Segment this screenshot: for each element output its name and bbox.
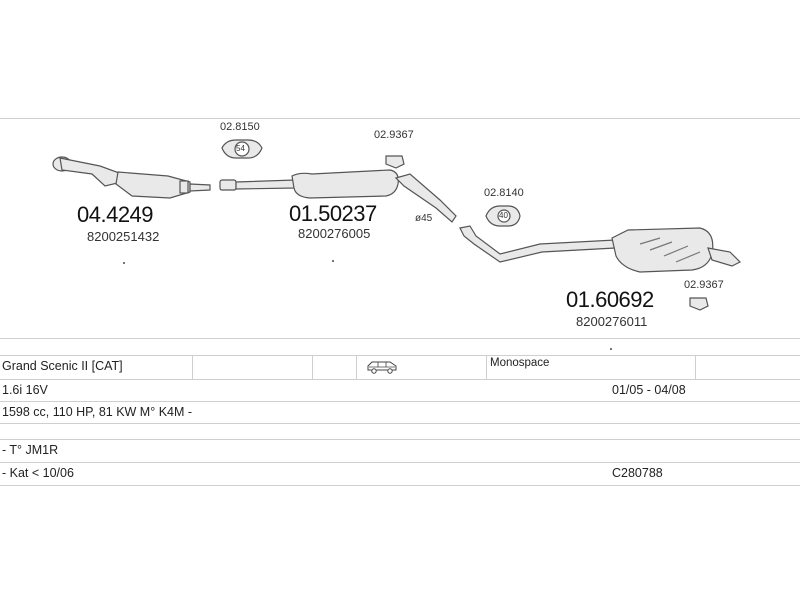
vehicle-engine: 1.6i 16V <box>2 383 48 397</box>
rear-inlet-pipe-shape <box>459 225 616 263</box>
table-row-border <box>0 355 800 356</box>
vehicle-body-type: Monospace <box>490 357 550 369</box>
vehicle-kat: - Kat < 10/06 <box>2 466 74 480</box>
sleeve-shape <box>219 179 237 191</box>
top-rule <box>0 118 800 119</box>
rear-silencer-body-shape <box>611 227 714 273</box>
rear-silencer-oe: 8200276011 <box>576 314 648 329</box>
vehicle-model: Grand Scenic II [CAT] <box>2 359 123 373</box>
catalyst-outlet-shape <box>189 183 211 192</box>
catalyst-ring-shape <box>179 180 189 194</box>
cell-divider <box>486 355 487 379</box>
catalog-ref[interactable]: C280788 <box>612 466 663 480</box>
mount-a-number[interactable]: 02.8150 <box>220 121 260 133</box>
vehicle-type-code: - T° JM1R <box>2 443 59 457</box>
cell-divider <box>356 355 357 379</box>
mount-02-9367-rear-part[interactable] <box>689 297 709 311</box>
middle-silencer-number[interactable]: 01.50237 <box>289 201 377 226</box>
pipe-diameter-label: ø45 <box>415 213 433 224</box>
exhaust-diagram <box>52 139 742 311</box>
cell-divider <box>192 355 193 379</box>
diagram-bottom-rule <box>0 338 800 339</box>
mount-c-number[interactable]: 02.8140 <box>484 187 524 199</box>
vehicle-period: 01/05 - 04/08 <box>612 383 686 397</box>
minivan-icon <box>367 361 397 374</box>
rear-silencer-number[interactable]: 01.60692 <box>566 287 654 312</box>
cell-divider <box>312 355 313 379</box>
tailpipe-shape <box>707 247 742 267</box>
mount-02-9367-part[interactable] <box>385 155 405 169</box>
table-row-border <box>0 423 800 424</box>
front-catalyst-part[interactable] <box>52 156 211 199</box>
mount-02-8150-part[interactable] <box>221 139 263 159</box>
catalyst-body-shape <box>115 171 191 199</box>
middle-inlet-pipe-shape <box>235 179 296 190</box>
mount-a-badge: 54 <box>236 144 245 153</box>
marker-dot <box>123 262 125 264</box>
marker-dot <box>610 348 612 350</box>
middle-silencer-oe: 8200276005 <box>298 226 371 241</box>
marker-dot <box>332 260 334 262</box>
mount-d-number[interactable]: 02.9367 <box>684 279 724 291</box>
middle-silencer-part[interactable] <box>219 169 457 223</box>
front-catalyst-oe: 8200251432 <box>87 229 160 244</box>
mount-c-hole-shape <box>497 209 511 223</box>
mount-b-shape <box>385 155 405 169</box>
mount-b-number[interactable]: 02.9367 <box>374 129 414 141</box>
mount-d-shape <box>689 297 709 311</box>
table-row-border <box>0 401 800 402</box>
rear-silencer-part[interactable] <box>459 225 742 273</box>
mount-c-badge: 40 <box>499 211 508 220</box>
mount-a-hole-shape <box>234 141 250 157</box>
middle-silencer-body-shape <box>291 169 399 199</box>
table-row-border <box>0 462 800 463</box>
rear-silencer-detail-shape <box>639 237 701 263</box>
cell-divider <box>695 355 696 379</box>
mount-02-8140-part[interactable] <box>485 205 521 227</box>
front-catalyst-number[interactable]: 04.4249 <box>77 202 154 227</box>
table-row-border <box>0 379 800 380</box>
middle-outlet-pipe-shape <box>394 173 457 223</box>
table-row-border <box>0 485 800 486</box>
table-row-border <box>0 439 800 440</box>
vehicle-specs: 1598 cc, 110 HP, 81 KW M° K4M - <box>2 405 193 419</box>
